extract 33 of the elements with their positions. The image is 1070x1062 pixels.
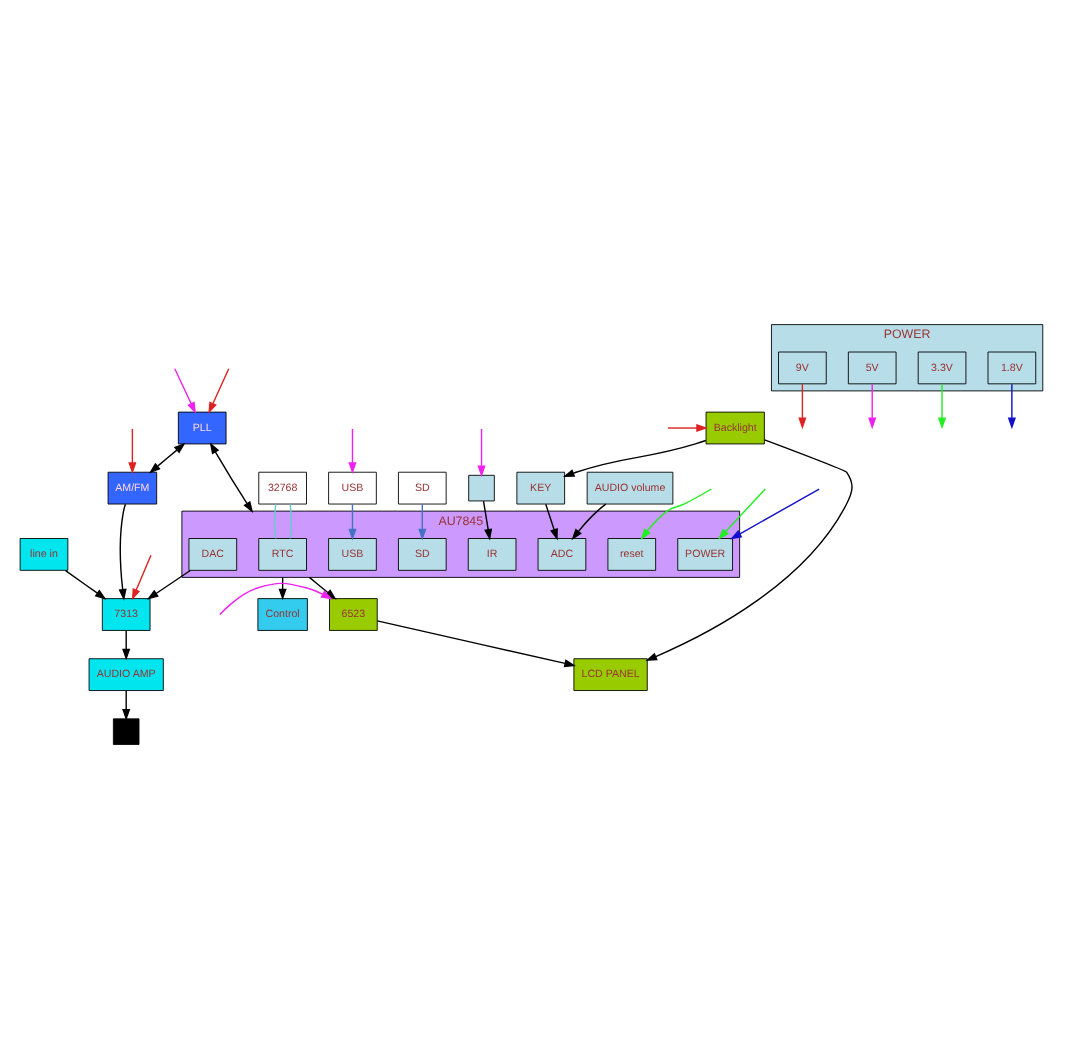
- node-box: [468, 474, 495, 502]
- arrow: [64, 569, 107, 600]
- arrow: [477, 428, 486, 478]
- arrow: [562, 439, 707, 478]
- arrow: [131, 554, 152, 601]
- node-speaker: [112, 718, 140, 745]
- arrow: [122, 689, 131, 721]
- arrow: [730, 488, 820, 540]
- arrow: [148, 442, 186, 474]
- arrow: [640, 488, 713, 540]
- arrow: [545, 503, 558, 541]
- arrow: [717, 488, 766, 540]
- arrow: [209, 442, 254, 513]
- connector: [289, 503, 292, 540]
- connector: [274, 503, 277, 540]
- arrow: [146, 569, 191, 600]
- arrow: [376, 620, 576, 668]
- arrow: [571, 503, 607, 541]
- arrow: [122, 630, 131, 661]
- arrow: [667, 423, 708, 433]
- arrow: [482, 500, 493, 541]
- arrow: [1007, 383, 1016, 430]
- arrow: [418, 503, 427, 541]
- arrow: [174, 368, 196, 414]
- arrow: [208, 368, 230, 414]
- arrow: [937, 383, 947, 430]
- arrow: [348, 503, 357, 541]
- arrow: [118, 503, 127, 601]
- arrow: [128, 428, 137, 475]
- arrow: [645, 439, 853, 661]
- arrow: [868, 383, 877, 430]
- arrow: [348, 428, 357, 475]
- arrow: [798, 383, 807, 430]
